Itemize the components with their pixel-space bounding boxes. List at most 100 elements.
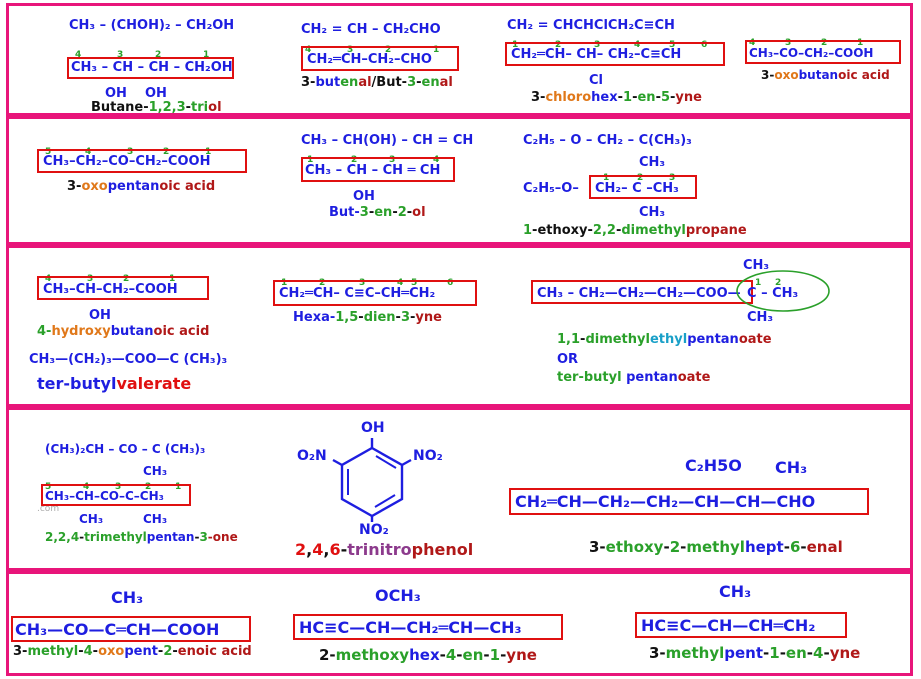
name-part: hex [591, 90, 618, 105]
locant: 2 [637, 173, 644, 183]
locant: 4 [45, 274, 52, 284]
name-part: - [172, 644, 178, 659]
row-3: 4 3 2 1 CH₃–CH–CH₂–COOH OH 4-hydroxybuta… [6, 245, 913, 407]
locant: 5 [411, 278, 418, 288]
main-chain: HC≡C—CH—CH₂═CH—CH₃ [299, 618, 522, 637]
name-part: pentan [146, 530, 195, 544]
locant: 3 [359, 278, 366, 288]
branch-bottom: CH₃ [639, 205, 666, 220]
locant: 5 [45, 147, 52, 157]
name-part: - [157, 644, 164, 659]
name-part: en [374, 205, 393, 220]
name-part: en [637, 90, 656, 105]
name-part: - [779, 644, 786, 662]
main-chain-box [635, 612, 847, 638]
name-part: 2,2 [592, 223, 616, 238]
locant: 2 [155, 50, 162, 60]
iupac-name: Hexa-1,5-dien-3-yne [293, 310, 442, 325]
name-part: - [580, 332, 586, 347]
name-part: , [323, 540, 330, 559]
hydroxyl-group: OH [361, 420, 385, 436]
name-part: methyl [686, 538, 745, 556]
name-part: 4- [37, 324, 52, 339]
name-part: - [670, 90, 676, 105]
name-part: - [92, 644, 99, 659]
condensed-formula: CH₃—(CH₂)₃—COO—C (CH₃)₃ [29, 352, 228, 367]
condensed-formula: CH₂ = CH – CH₂CHO [301, 22, 441, 37]
name-part: dien [363, 310, 396, 325]
name-part: pent [124, 644, 158, 659]
locant: 4 [75, 50, 82, 60]
name-part: But- [329, 205, 360, 220]
locant: 1 [203, 50, 210, 60]
name-part: /But- [371, 75, 408, 90]
main-chain-box [301, 46, 459, 71]
name-part: yne [675, 90, 702, 105]
iupac-name: 3-oxobutanoic acid [761, 68, 890, 82]
locant: 3 [115, 482, 122, 492]
name-part: - [663, 538, 670, 556]
name-part: ol [208, 100, 222, 115]
name-part: phenol [411, 540, 474, 559]
main-chain: CH₂– C –CH₃ [595, 181, 679, 196]
locant: 4 [634, 40, 641, 50]
main-chain: CH₃–CH–CH₂–COOH [43, 282, 178, 297]
name-part: 1 [523, 223, 533, 238]
locant: 3 [389, 155, 396, 165]
main-chain-box [41, 484, 191, 506]
iupac-name: 3-butenal/But-3-enal [301, 75, 453, 90]
substituent: OH [89, 308, 111, 323]
locant: 6 [447, 278, 454, 288]
branch-bottom: CH₃ [79, 512, 104, 526]
name-part: but [315, 75, 341, 90]
name-part: - [680, 538, 687, 556]
name-part: - [483, 646, 490, 664]
name-part: -one [207, 530, 238, 544]
iupac-name: But-3-en-2-ol [329, 205, 426, 220]
main-chain-box [301, 157, 455, 182]
branch-top: CH₃ [111, 588, 144, 607]
common-name: ter-butyl pentanoate [557, 370, 710, 385]
name-part: enoic acid [177, 644, 252, 659]
name-part: oate [738, 332, 772, 347]
name-part: chloro [545, 90, 592, 105]
iupac-name: 3-methylpent-1-en-4-yne [649, 644, 860, 662]
name-part: an [659, 370, 678, 385]
name-part: 1,1 [557, 332, 581, 347]
name-part: methyl [665, 644, 725, 662]
name-part: - [823, 644, 830, 662]
nitro-group-left: O₂N [297, 448, 327, 464]
common-name: ter-butylvalerate [37, 374, 191, 393]
branch-top: CH₃ [719, 582, 752, 601]
name-part: en [421, 75, 440, 90]
main-chain: HC≡C—CH—CH═CH₂ [641, 616, 816, 635]
iupac-name: 3-oxopentanoic acid [67, 179, 215, 194]
locant: 4 [397, 278, 404, 288]
name-part: 5 [660, 90, 671, 105]
locant: 4 [305, 45, 312, 55]
substituent: OH [105, 86, 127, 101]
name-part: oic acid [153, 324, 210, 339]
name-part: - [439, 646, 446, 664]
main-chain: CH₃–CH–CO–C–CH₃ [45, 489, 164, 503]
methyl-group: CH₃ [775, 458, 808, 477]
branch-bottom: CH₃ [143, 512, 168, 526]
condensed-formula: CH₃ – CH(OH) – CH = CH [301, 133, 474, 148]
name-part: butan [110, 324, 154, 339]
locant: 3 [87, 274, 94, 284]
ethoxy-group: C₂H5O [685, 456, 742, 475]
name-part: 1 [623, 90, 633, 105]
locant: 4 [749, 38, 756, 48]
name-part: dimethyl [585, 332, 650, 347]
locant: 2 [123, 274, 130, 284]
name-part: - [806, 644, 814, 662]
branch-top: CH₃ [743, 258, 770, 273]
tert-butyl-ellipse [736, 270, 830, 312]
locant: 4 [433, 155, 440, 165]
condensed-formula: CH₂ = CHCHClCH₂C≡CH [507, 18, 675, 33]
name-part: hydroxy [51, 324, 111, 339]
locant: 2 [821, 38, 828, 48]
name-part: ter-butyl [557, 370, 622, 385]
name-part: - [763, 644, 770, 662]
main-chain: CH₃—CO—C═CH—COOH [15, 620, 220, 639]
